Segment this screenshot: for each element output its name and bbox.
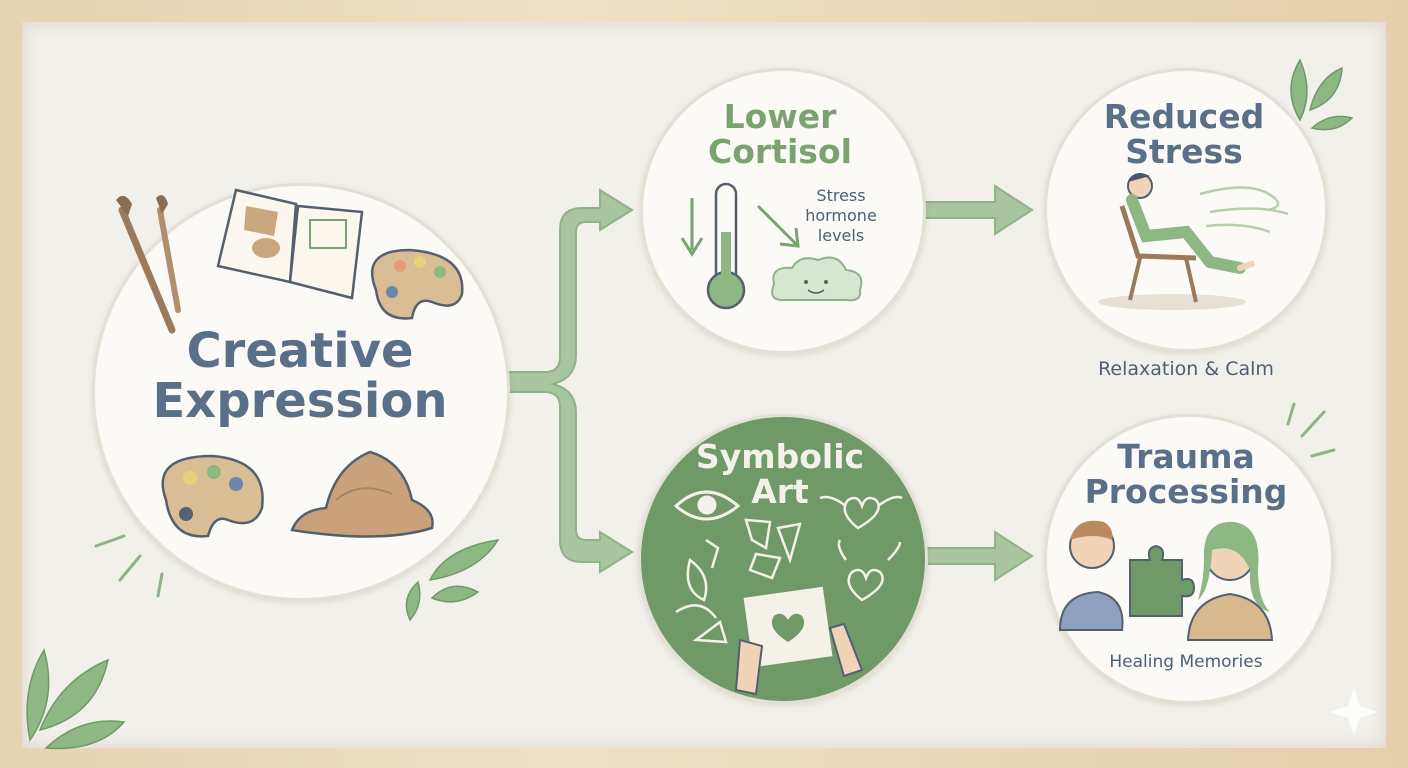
lower-cortisol-title: Lower Cortisol: [660, 97, 900, 171]
cortisol-note: Stress hormone levels: [796, 186, 886, 246]
down-arrow-icon: [680, 198, 704, 257]
heart-wings-icon: [819, 495, 903, 530]
title-line: Stress: [1125, 131, 1243, 171]
connector-arrows: [504, 184, 1034, 582]
palette-icon: [370, 248, 464, 320]
title-line: Reduced: [1103, 97, 1265, 136]
lounge-chair-person-icon: [1098, 173, 1255, 310]
clay-icon: [290, 450, 434, 538]
trauma-caption: Healing Memories: [1109, 652, 1263, 672]
title-line: Trauma: [1117, 437, 1255, 476]
palette-icon: [161, 454, 264, 538]
title-line: Symbolic: [695, 437, 865, 476]
sketchbook-icon: [216, 188, 364, 300]
leaf-icon: [405, 539, 500, 622]
branch-connector: [504, 188, 634, 574]
paintbrush-icon: [116, 195, 181, 334]
title-line: Expression: [152, 373, 448, 430]
arrow-cortisol-to-stress: [921, 184, 1034, 236]
paper-with-heart-icon: [734, 586, 864, 696]
leaf-icon: [1290, 58, 1354, 131]
title-line: Creative: [186, 323, 414, 379]
cloud-icon: [771, 256, 863, 302]
leaf-icon: [26, 648, 126, 750]
sparkle-marks: [94, 402, 1336, 598]
breeze-icon: [1199, 186, 1289, 234]
title-line: Art: [751, 471, 809, 511]
note-line: Stress: [816, 186, 866, 205]
title-line: Lower: [723, 97, 837, 136]
puzzle-piece-icon: [1129, 544, 1196, 617]
person-left-icon: [1058, 520, 1124, 631]
abstract-shapes-icon: [675, 518, 802, 644]
creative-expression-title: Creative Expression: [130, 326, 470, 427]
note-line: hormone: [805, 206, 877, 225]
reduced-stress-title: Reduced Stress: [1064, 97, 1304, 171]
eye-icon: [673, 490, 741, 521]
node-lower-cortisol: [640, 68, 926, 354]
arrow-symbolic-to-trauma: [921, 530, 1034, 582]
title-line: Cortisol: [708, 131, 852, 171]
note-line: levels: [817, 226, 865, 245]
trauma-processing-title: Trauma Processing: [1054, 437, 1318, 511]
title-line: Processing: [1084, 471, 1288, 511]
person-right-icon: [1186, 521, 1274, 641]
sparkle-star-icon: [1330, 688, 1378, 736]
thermometer-icon: [706, 182, 746, 310]
heart-wings-icon: [837, 539, 902, 602]
diagonal-arrow-icon: [756, 204, 800, 248]
reduced-stress-caption: Relaxation & Calm: [1098, 358, 1274, 380]
symbolic-art-title: Symbolic Art: [668, 437, 892, 511]
